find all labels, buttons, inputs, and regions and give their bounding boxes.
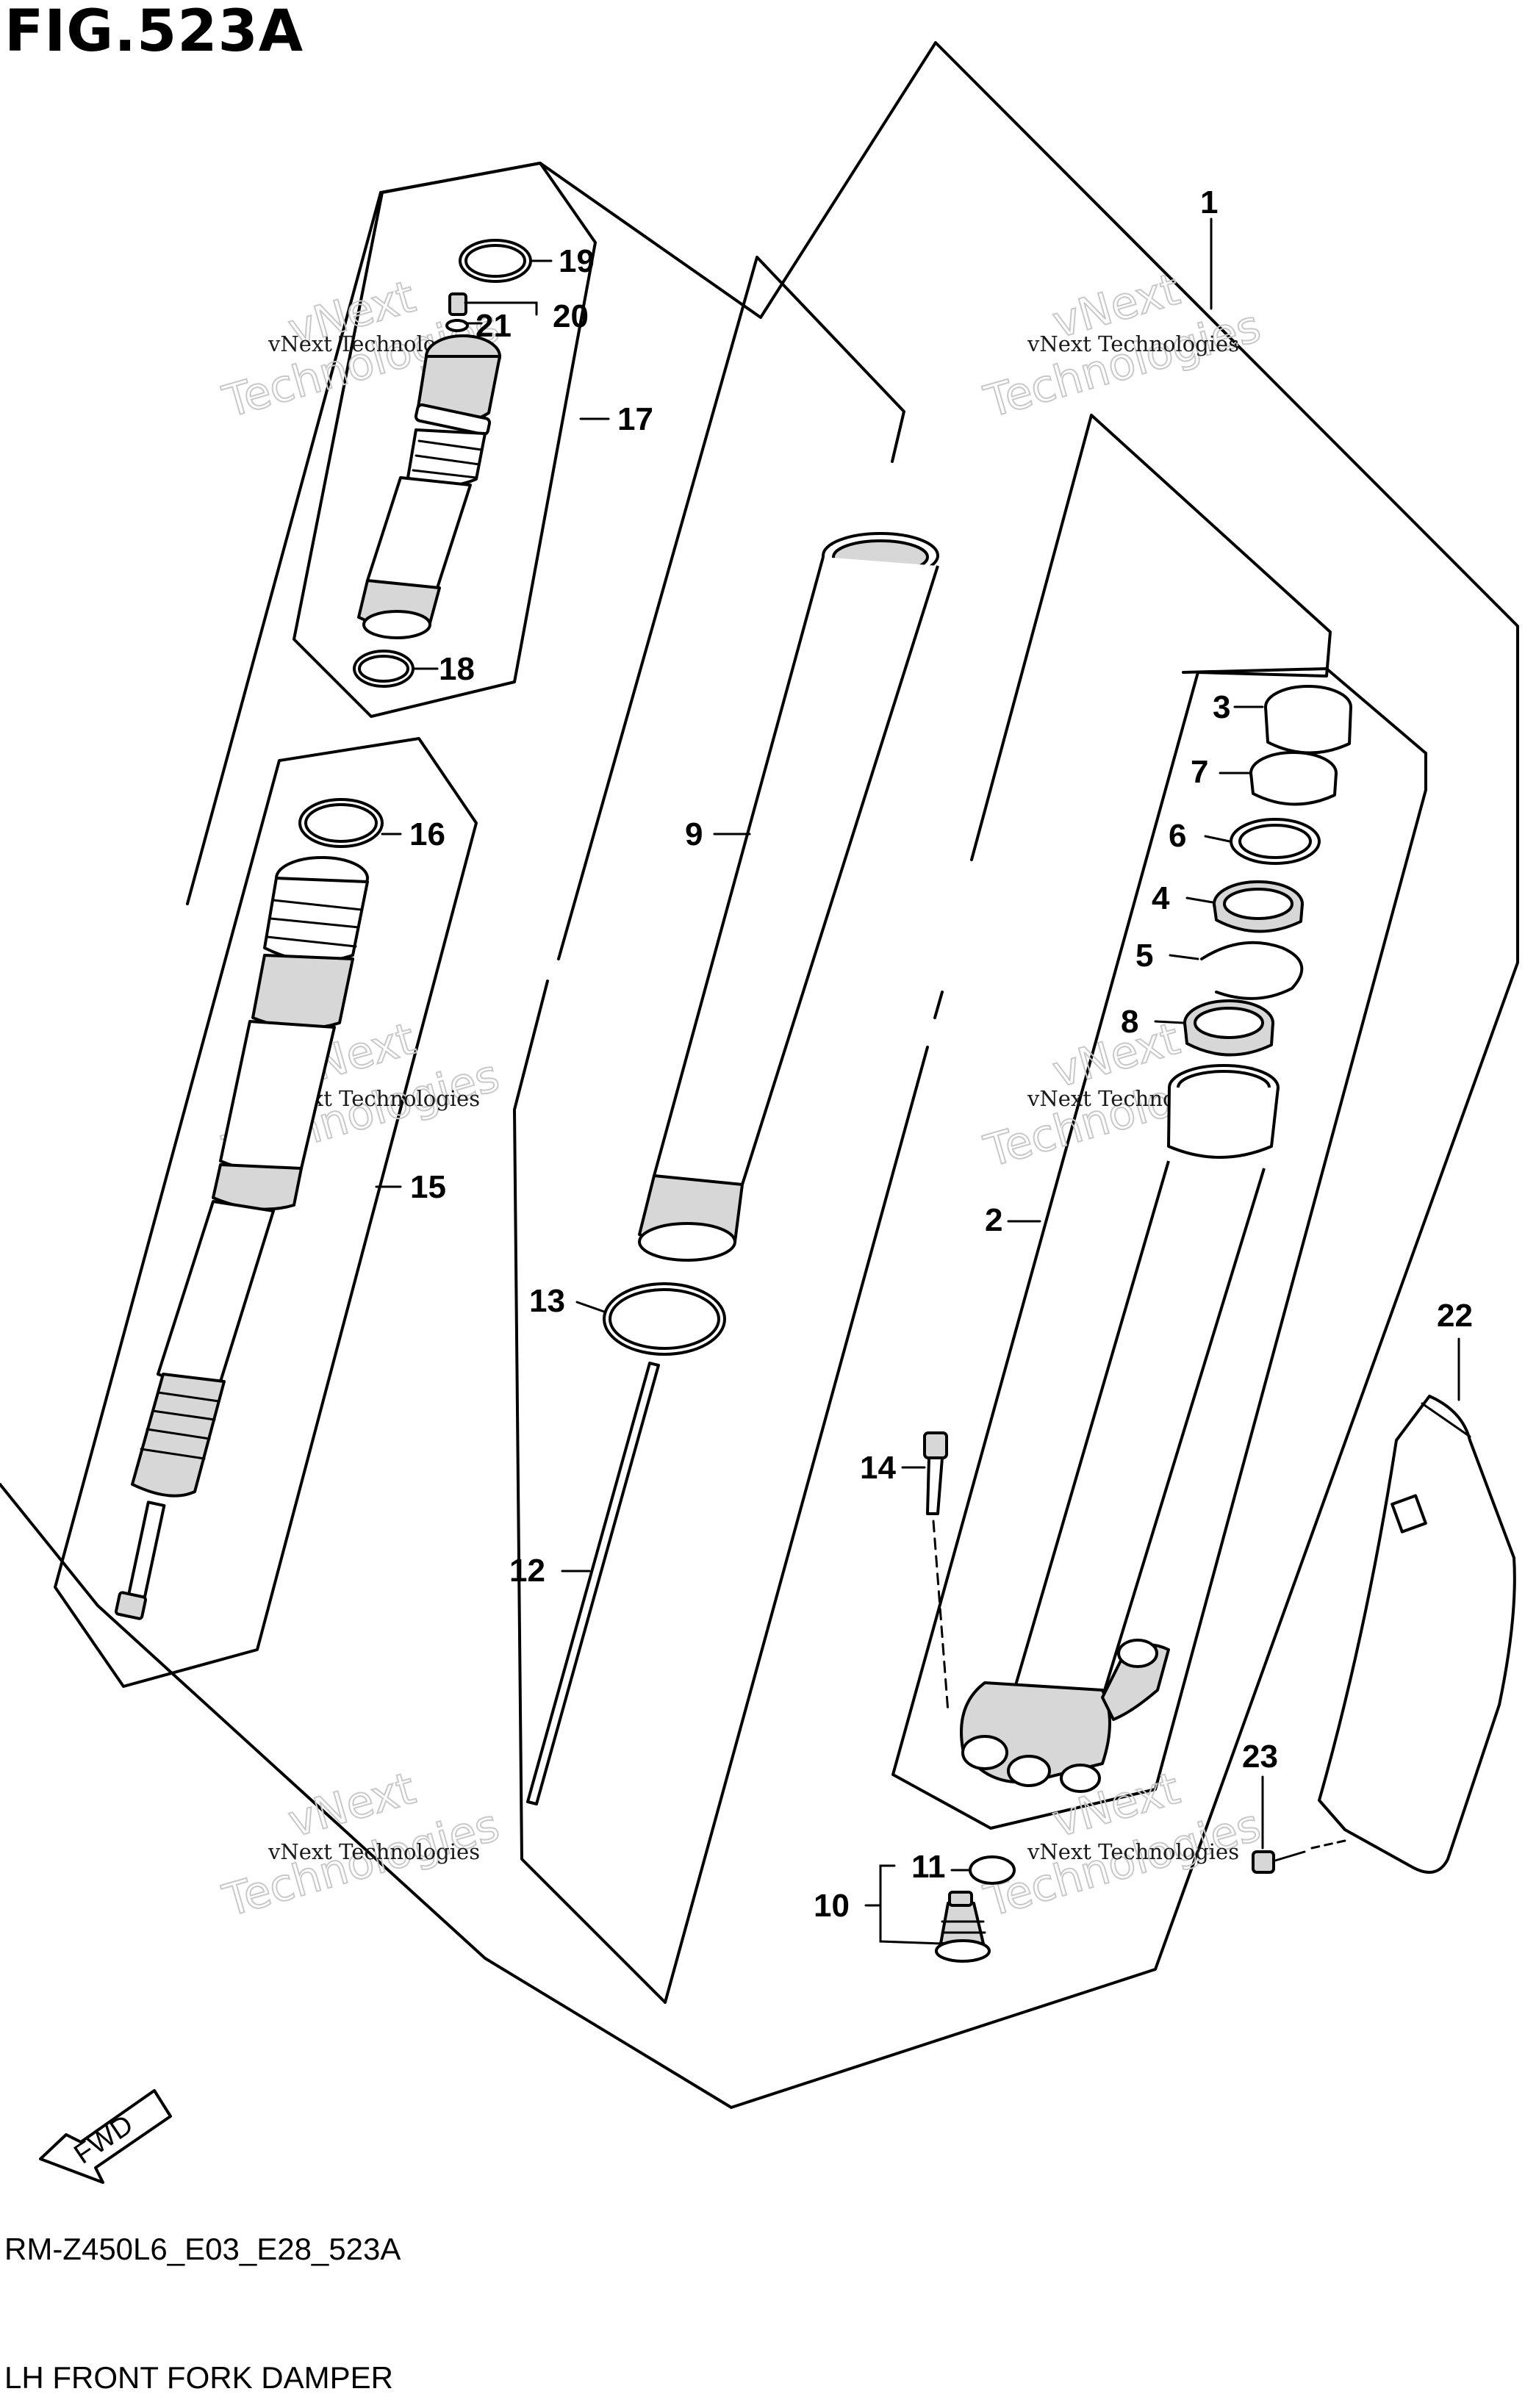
callout-8: 8 <box>1121 1004 1138 1040</box>
callout-15: 15 <box>410 1169 446 1205</box>
group-outline-9-dash <box>933 991 944 1019</box>
fwd-arrow: FWD <box>39 2089 172 2184</box>
callout-3: 3 <box>1213 689 1230 725</box>
group-outline-17 <box>293 162 597 718</box>
callout-2: 2 <box>985 1202 1002 1238</box>
footer-model-code: RM-Z450L6_E03_E28_523A <box>4 2232 401 2266</box>
callout-23: 23 <box>1242 1739 1278 1775</box>
callout-18: 18 <box>439 651 475 687</box>
part-2-outer-tube <box>960 1064 1280 1793</box>
part-4-oil-seal <box>1213 880 1304 933</box>
group-outline-2 <box>891 414 1427 1830</box>
figure-title: FIG.523A <box>4 0 304 65</box>
callout-4: 4 <box>1152 880 1170 916</box>
callout-16: 16 <box>409 816 445 852</box>
svg-text:vNext Technologies: vNext Technologies <box>268 1839 480 1864</box>
part-9-inner-tube <box>638 532 939 1262</box>
part-6-washer <box>1230 818 1321 865</box>
group-outline-9-lower <box>513 980 667 2004</box>
watermark-bottom-left: Technologies vNext vNext Technologies <box>217 1762 506 1928</box>
group-outline-9 <box>557 256 905 960</box>
callout-6: 6 <box>1169 818 1186 854</box>
group-outline-9-right <box>664 1046 929 2004</box>
assembly-outline-1 <box>0 41 1519 2109</box>
callout-9: 9 <box>685 816 703 852</box>
part-21-washer <box>445 319 469 332</box>
part-12-rod <box>526 1362 660 1805</box>
part-15-damper-cartridge <box>115 856 369 1620</box>
part-23-bolt <box>1252 1839 1346 1874</box>
group-outline-3-8 <box>1182 667 1427 755</box>
callout-21: 21 <box>476 308 512 344</box>
callout-13: 13 <box>529 1283 565 1319</box>
callout-11: 11 <box>911 1849 946 1885</box>
part-11-o-ring <box>969 1855 1016 1885</box>
svg-text:vNext Technologies: vNext Technologies <box>1027 331 1239 356</box>
part-20-screw <box>448 292 467 316</box>
assembly-outline-1-left <box>186 191 382 905</box>
callout-14: 14 <box>860 1450 896 1486</box>
part-7-bushing <box>1249 751 1338 806</box>
svg-text:vNext Technologies: vNext Technologies <box>1027 1839 1239 1864</box>
callout-22: 22 <box>1437 1298 1473 1334</box>
watermark-bottom-right: Technologies vNext vNext Technologies <box>978 1762 1267 1928</box>
callout-12: 12 <box>509 1553 545 1589</box>
callout-7: 7 <box>1191 754 1208 790</box>
part-3-bushing <box>1264 685 1352 755</box>
part-22-fork-guard <box>1318 1395 1516 1874</box>
callout-5: 5 <box>1135 938 1153 974</box>
leader-lines <box>375 218 1460 1945</box>
footer-caption: LH FRONT FORK DAMPER <box>4 2360 393 2395</box>
callout-10: 10 <box>814 1888 850 1924</box>
part-8-dust-seal <box>1183 999 1274 1057</box>
part-17-cartridge-cap <box>357 334 501 639</box>
part-14-bolt <box>923 1431 950 1714</box>
group-outline-2-left <box>970 414 1093 861</box>
part-10-valve <box>935 1891 991 1963</box>
watermark-top-right: Technologies vNext vNext Technologies <box>978 263 1267 429</box>
part-5-circlip <box>1200 941 1304 1000</box>
callout-1: 1 <box>1200 184 1218 220</box>
group-outline-15 <box>54 737 478 1688</box>
callout-20: 20 <box>553 298 589 334</box>
callout-17: 17 <box>617 401 653 437</box>
callout-19: 19 <box>559 243 595 279</box>
callout-labels: 1 2 3 4 5 6 7 8 9 10 11 12 13 14 15 16 1… <box>409 184 1473 1924</box>
